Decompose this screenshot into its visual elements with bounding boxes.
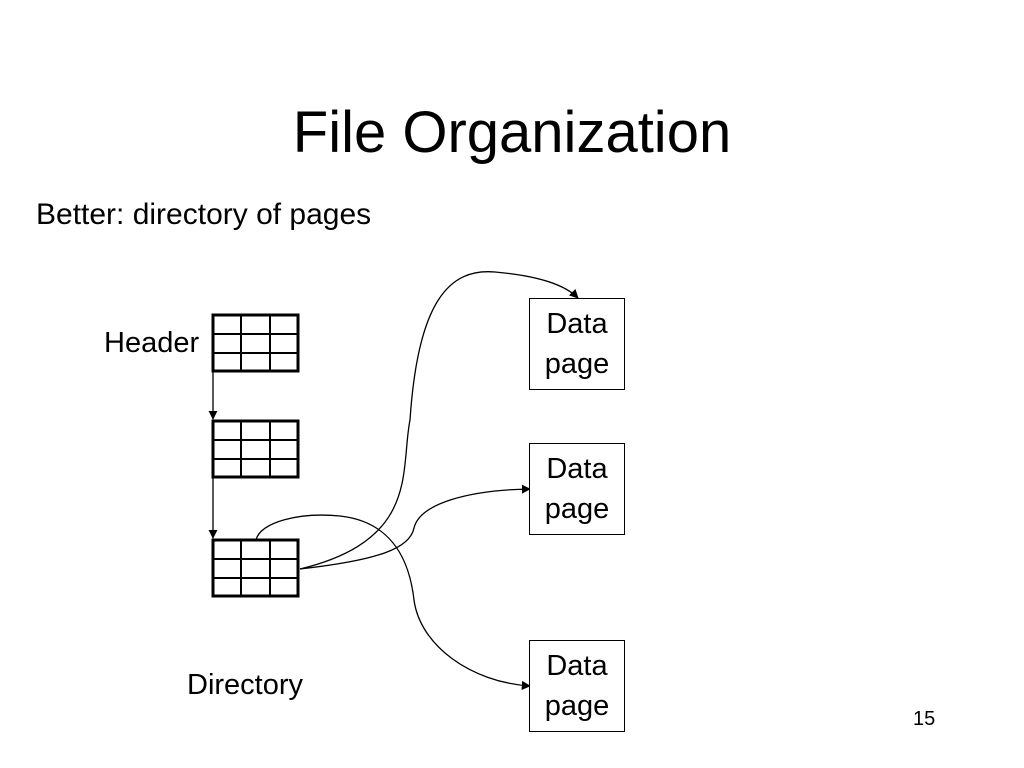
directory-label: Directory xyxy=(187,669,304,701)
directory-page-header xyxy=(211,313,300,373)
arrow-to-data-page-2 xyxy=(299,484,531,570)
slide-subtitle: Better: directory of pages xyxy=(36,198,372,231)
slide-title: File Organization xyxy=(292,100,732,165)
data-page-line2: page xyxy=(544,493,610,525)
data-page-box-3: Data page xyxy=(529,640,625,732)
arrow-to-data-page-3 xyxy=(255,514,531,690)
data-page-box-2: Data page xyxy=(529,443,625,535)
header-label: Header xyxy=(104,327,200,359)
data-page-line1: Data xyxy=(546,650,608,682)
directory-page-bottom xyxy=(211,538,300,598)
data-page-box-1: Data page xyxy=(529,298,625,390)
directory-page-middle xyxy=(211,419,300,479)
arrow-to-data-page-1 xyxy=(299,271,579,570)
data-page-line1: Data xyxy=(546,453,608,485)
data-page-line2: page xyxy=(544,690,610,722)
slide-page-number: 15 xyxy=(913,708,936,730)
data-page-line1: Data xyxy=(546,308,608,340)
data-page-line2: page xyxy=(544,348,610,380)
